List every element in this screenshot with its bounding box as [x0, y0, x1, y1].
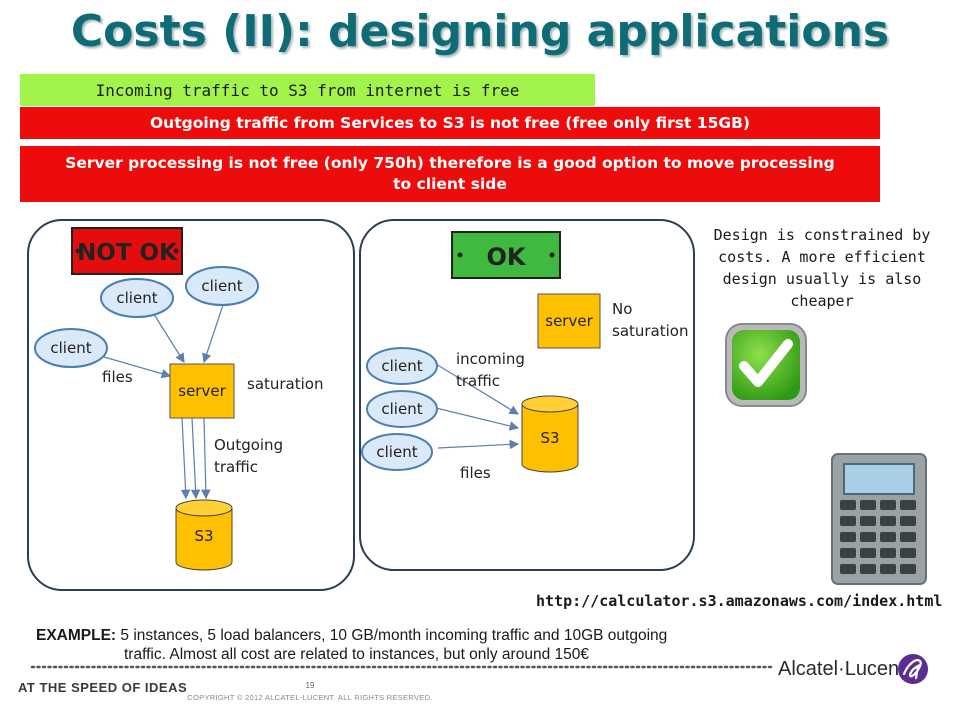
not-ok-badge: NOT OK [71, 227, 183, 275]
design-note: Design is constrained by costs. A more e… [713, 226, 931, 310]
example-label: EXAMPLE: [36, 627, 117, 644]
svg-text:S3: S3 [540, 429, 559, 447]
client-node: client [361, 433, 433, 471]
alcatel-lucent-logo [898, 654, 928, 684]
copyright-text: COPYRIGHT © 2012 ALCATEL-LUCENT. ALL RIG… [187, 693, 433, 702]
outgoing-label: traffic [214, 458, 258, 476]
no-saturation-label: saturation [612, 322, 689, 340]
saturation-label: saturation [247, 375, 324, 393]
svg-text:client: client [381, 400, 422, 418]
calculator-icon [831, 453, 927, 585]
server-node: server [537, 293, 601, 349]
page-title: Costs (II): designing applications [70, 6, 890, 57]
no-saturation-label: No [612, 300, 632, 318]
client-node: client [100, 278, 174, 318]
not-ok-diagram: NOT OK client client client server S3 fi… [27, 219, 355, 591]
example-line-2: traffic. Almost all cost are related to … [124, 646, 589, 663]
client-node: client [366, 390, 438, 428]
svg-text:client: client [376, 443, 417, 461]
client-node: client [366, 347, 438, 385]
files-label: files [102, 368, 133, 386]
client-node: client [34, 328, 108, 368]
not-ok-badge-text: NOT OK [77, 240, 178, 266]
files-label: files [460, 464, 491, 482]
s3-storage: S3 [521, 395, 579, 473]
incoming-traffic-label: traffic [456, 372, 500, 390]
ok-diagram: OK client client client server S3 No sat… [359, 219, 695, 571]
s3-storage: S3 [175, 499, 233, 571]
brand-name: Alcatel·Lucent [778, 658, 905, 680]
footer-tagline: AT THE SPEED OF IDEAS [18, 680, 188, 695]
svg-text:server: server [178, 382, 226, 400]
calculator-url-link[interactable]: http://calculator.s3.amazonaws.com/index… [536, 592, 943, 610]
page-number: 19 [305, 681, 315, 690]
example-text: EXAMPLE: 5 instances, 5 load balancers, … [36, 626, 816, 664]
outgoing-traffic-note: Outgoing traffic from Services to S3 is … [20, 107, 880, 139]
ok-badge-text: OK [487, 243, 527, 271]
incoming-traffic-label: incoming [456, 350, 525, 368]
incoming-traffic-note: Incoming traffic to S3 from internet is … [20, 74, 595, 106]
server-node: server [169, 363, 235, 419]
svg-text:client: client [201, 277, 242, 295]
example-line-1: 5 instances, 5 load balancers, 10 GB/mon… [120, 627, 668, 644]
checkmark-icon [725, 323, 807, 407]
svg-text:client: client [116, 289, 157, 307]
svg-text:server: server [545, 312, 593, 330]
server-processing-note: Server processing is not free (only 750h… [20, 146, 880, 202]
svg-text:client: client [50, 339, 91, 357]
outgoing-label: Outgoing [214, 436, 283, 454]
svg-text:client: client [381, 357, 422, 375]
ok-panel [359, 219, 695, 571]
client-node: client [185, 266, 259, 306]
ok-badge: OK [451, 231, 561, 279]
footer-divider [30, 665, 774, 669]
svg-text:S3: S3 [194, 527, 213, 545]
